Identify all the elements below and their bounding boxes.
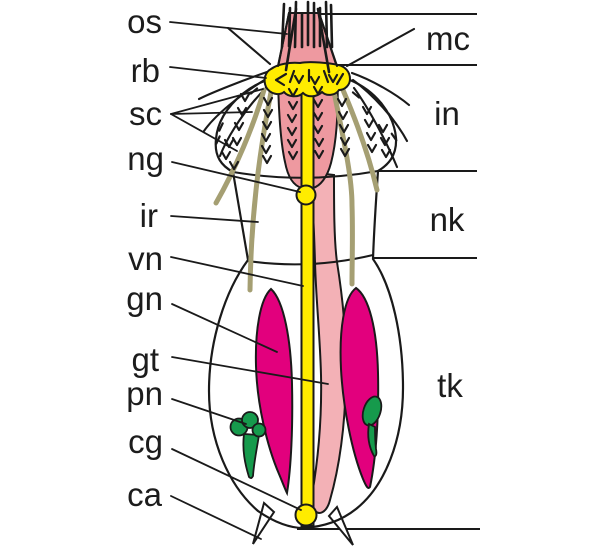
leader-rb xyxy=(169,66,267,79)
crown-cilia-marks xyxy=(274,68,345,87)
leader-ca xyxy=(170,495,262,540)
leader-sc-2 xyxy=(170,111,253,115)
label-in: in xyxy=(434,95,460,132)
muscle-left-outer xyxy=(213,87,267,206)
gonad-left xyxy=(254,287,294,497)
label-mc: mc xyxy=(426,20,470,57)
leader-vn xyxy=(170,256,304,287)
protonephridium-left-stalk xyxy=(242,433,261,479)
leader-cg xyxy=(171,448,302,511)
leader-pn xyxy=(171,398,247,425)
muscle-right-outer xyxy=(340,87,380,193)
region-divider-lines xyxy=(297,13,480,530)
caudal-ganglion xyxy=(294,503,318,527)
leader-gn xyxy=(171,303,278,353)
muscle-right-inner xyxy=(331,89,355,287)
caudal-toes xyxy=(252,501,354,546)
body-outline xyxy=(207,78,405,530)
label-rb: rb xyxy=(131,52,160,89)
toe-left xyxy=(252,501,276,545)
label-sc: sc xyxy=(129,95,162,132)
label-nk: nk xyxy=(430,201,465,238)
gonad-right xyxy=(339,286,380,489)
leader-lines xyxy=(169,21,329,540)
label-vn: vn xyxy=(128,240,163,277)
protonephridium-right-lobe xyxy=(361,395,383,427)
retractor-muscles xyxy=(213,87,380,293)
toe-right xyxy=(327,505,354,546)
protonephridium-left-lobe xyxy=(251,422,267,438)
label-cg: cg xyxy=(128,423,163,460)
label-ng: ng xyxy=(127,140,164,177)
neck-ganglion xyxy=(295,184,317,206)
ventral-nerve xyxy=(300,85,315,527)
leader-ir xyxy=(170,215,259,223)
leader-gt xyxy=(171,356,329,385)
labels: os rb sc ng ir vn gn gt pn cg ca mc in n… xyxy=(126,3,470,513)
label-gn: gn xyxy=(126,280,163,317)
oral-bristles xyxy=(280,0,334,74)
label-ir: ir xyxy=(140,197,158,234)
protonephridia xyxy=(229,395,383,479)
label-gt: gt xyxy=(131,341,159,378)
label-tk: tk xyxy=(437,367,463,404)
gut xyxy=(307,170,348,515)
leader-sc-3 xyxy=(170,113,238,152)
protonephridium-right-tail xyxy=(367,422,378,458)
label-os: os xyxy=(127,3,162,40)
leader-os xyxy=(169,21,288,35)
label-pn: pn xyxy=(126,375,163,412)
leader-ng xyxy=(171,161,301,193)
label-ca: ca xyxy=(127,476,163,513)
mouth-cone-edges xyxy=(277,12,338,67)
leader-sc-1 xyxy=(170,88,264,115)
